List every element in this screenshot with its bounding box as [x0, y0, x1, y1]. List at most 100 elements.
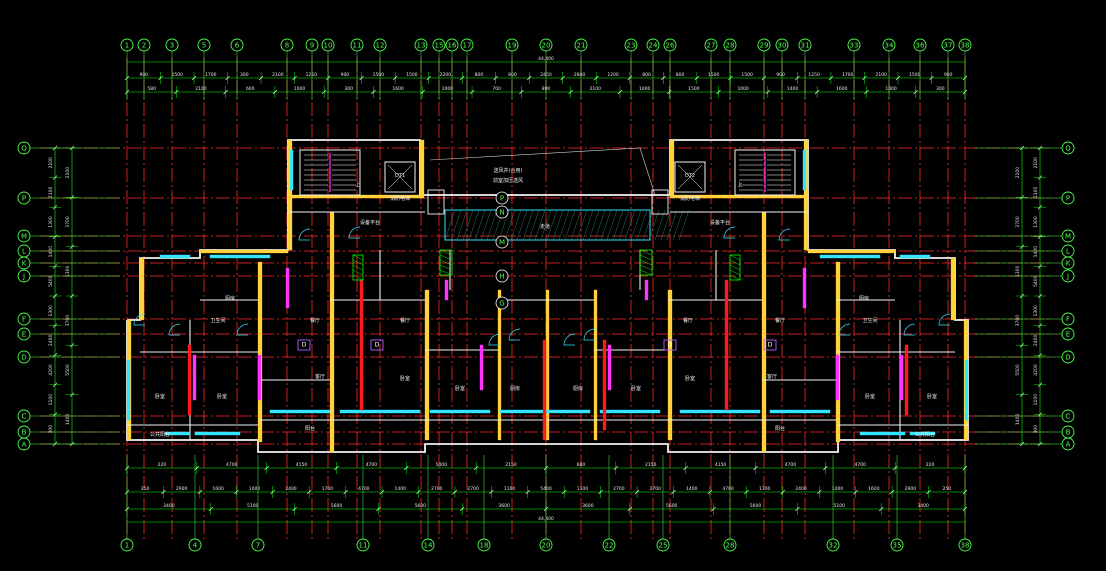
unit-tag-box — [297, 339, 311, 351]
dim-tick — [272, 89, 278, 95]
window — [964, 359, 969, 421]
axis-bubble-label: 10 — [324, 42, 333, 50]
dim-tick — [862, 75, 867, 81]
dim-value: 300 — [345, 86, 354, 92]
hatch-line — [468, 209, 480, 241]
axis-bubble-label: F — [22, 316, 26, 324]
dim-value: 250 — [942, 486, 951, 492]
axis-bubble-label: A — [22, 441, 27, 449]
axis-bubble-label: 3 — [170, 42, 174, 50]
hatch-line — [672, 209, 684, 241]
axis-bubble-label: B — [22, 429, 27, 437]
dim-tick — [598, 489, 603, 495]
structural-wall — [669, 139, 675, 199]
dim-tick — [1037, 293, 1043, 299]
elevator-cross — [387, 164, 413, 190]
center-bubble — [495, 205, 509, 219]
dim-tick — [420, 89, 425, 95]
hatch-line — [528, 209, 540, 241]
window — [859, 431, 906, 436]
dim-tick — [864, 89, 869, 95]
column-mark — [835, 354, 840, 401]
dim-value: 4150 — [296, 462, 308, 468]
axis-bubble — [913, 38, 927, 52]
dim-tick — [667, 89, 672, 95]
dim-value: 1000 — [442, 86, 454, 92]
dim-value: 1400 — [395, 486, 407, 492]
dim-tick — [343, 489, 348, 495]
dim-value: 300 — [1033, 425, 1039, 434]
dim-tick — [1037, 234, 1043, 240]
dim-value: 1700 — [205, 72, 217, 78]
hatch-line — [666, 209, 678, 241]
dim-tick — [306, 489, 312, 495]
hatch-line — [624, 209, 636, 241]
shaft-hatch — [729, 254, 741, 281]
hatch-line — [534, 209, 546, 241]
column-mark — [479, 344, 484, 391]
dim-tick — [459, 506, 465, 512]
hatch-line — [439, 249, 453, 256]
axis-bubble — [1061, 409, 1075, 423]
axis-bubble — [757, 38, 771, 52]
dim-value: 1000 — [737, 86, 749, 92]
axis-bubble-label: 28 — [726, 42, 735, 50]
hatch-line — [639, 254, 653, 261]
window — [599, 409, 661, 414]
dim-tick — [765, 89, 771, 95]
dim-tick — [519, 89, 524, 95]
hatch-line — [540, 209, 552, 241]
dim-tick — [69, 343, 75, 348]
axis-bubble-label: C — [22, 413, 27, 421]
hatch-line — [546, 209, 558, 241]
structural-wall — [593, 289, 598, 441]
dim-value: 300 — [240, 72, 249, 78]
dim-tick — [694, 75, 700, 81]
door-swing — [236, 323, 249, 336]
dim-tick — [392, 75, 398, 81]
hatch-line — [352, 264, 364, 271]
dim-value: 1500 — [688, 86, 700, 92]
axis-bubble-label: 36 — [916, 42, 925, 50]
axis-bubble — [656, 538, 670, 552]
center-bubble — [495, 191, 509, 205]
dim-value: 2400 — [1033, 335, 1039, 347]
door-swing — [903, 323, 916, 336]
dim-tick — [264, 465, 269, 471]
axis-bubble-label: M — [21, 233, 27, 241]
dim-value: 2100 — [590, 86, 602, 92]
dim-value: 5400 — [1033, 275, 1039, 287]
hatch-line — [648, 209, 660, 241]
window — [909, 431, 936, 436]
center-bubble-label: P — [500, 195, 504, 203]
axis-bubble-label: 31 — [801, 42, 810, 50]
center-bubble — [495, 269, 509, 283]
dim-value: 900 — [776, 72, 785, 78]
axis-bubble — [251, 538, 265, 552]
center-bubble-label: H — [499, 273, 504, 281]
hatch-line — [630, 209, 642, 241]
column-mark — [644, 279, 649, 301]
shaft-box — [427, 189, 445, 215]
dim-tick — [1019, 293, 1025, 299]
axis-bubble-label: P — [1066, 195, 1070, 203]
room-label: 设备平台 — [710, 219, 730, 226]
dim-tick — [627, 506, 633, 512]
axis-bubble-label: L — [22, 248, 26, 256]
axis-bubble — [188, 538, 202, 552]
axis-bubble-label: 19 — [508, 42, 517, 50]
dim-value: 600 — [246, 86, 255, 92]
axis-bubble-label: C — [1066, 413, 1071, 421]
unit-tag: D — [302, 342, 307, 349]
axis-bubble-label: 8 — [285, 42, 289, 50]
dim-value: 3600 — [582, 503, 594, 509]
dim-value: 4700 — [722, 486, 734, 492]
hatch-line — [439, 264, 453, 271]
unit-tag-box — [663, 339, 677, 351]
dim-value: 800 — [475, 72, 484, 78]
axis-bubble-label: 33 — [850, 42, 859, 50]
hatch-line — [639, 249, 653, 256]
hatch-line — [552, 209, 564, 241]
room-label: 餐厅 — [683, 317, 693, 324]
window — [819, 254, 881, 259]
